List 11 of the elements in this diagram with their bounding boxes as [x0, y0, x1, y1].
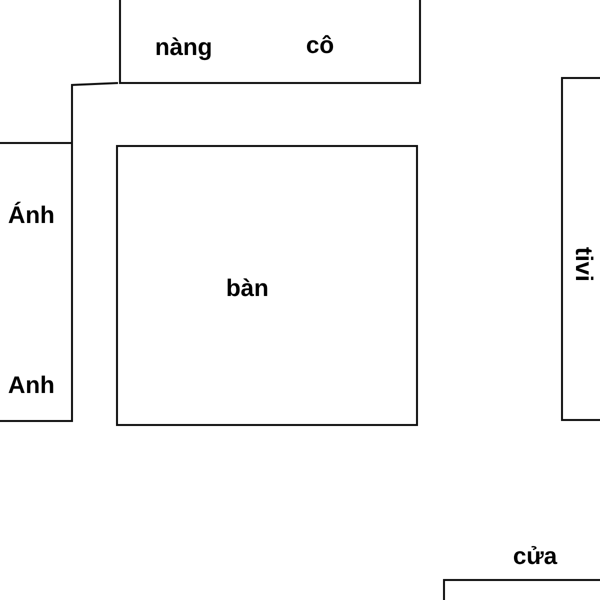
table-box	[116, 145, 418, 426]
sofa-label: Anh	[8, 374, 55, 398]
sofa-label: Ánh	[8, 204, 55, 228]
table-label: bàn	[226, 277, 269, 301]
tv-cabinet-label: tivi	[571, 247, 595, 282]
tv-cabinet-box	[561, 77, 600, 421]
sofa-label: nàng	[155, 36, 212, 60]
sofa-box	[0, 142, 73, 422]
sofa-label: cô	[306, 34, 334, 58]
sofa-box	[119, 0, 421, 84]
door-label: cửa	[513, 545, 558, 569]
